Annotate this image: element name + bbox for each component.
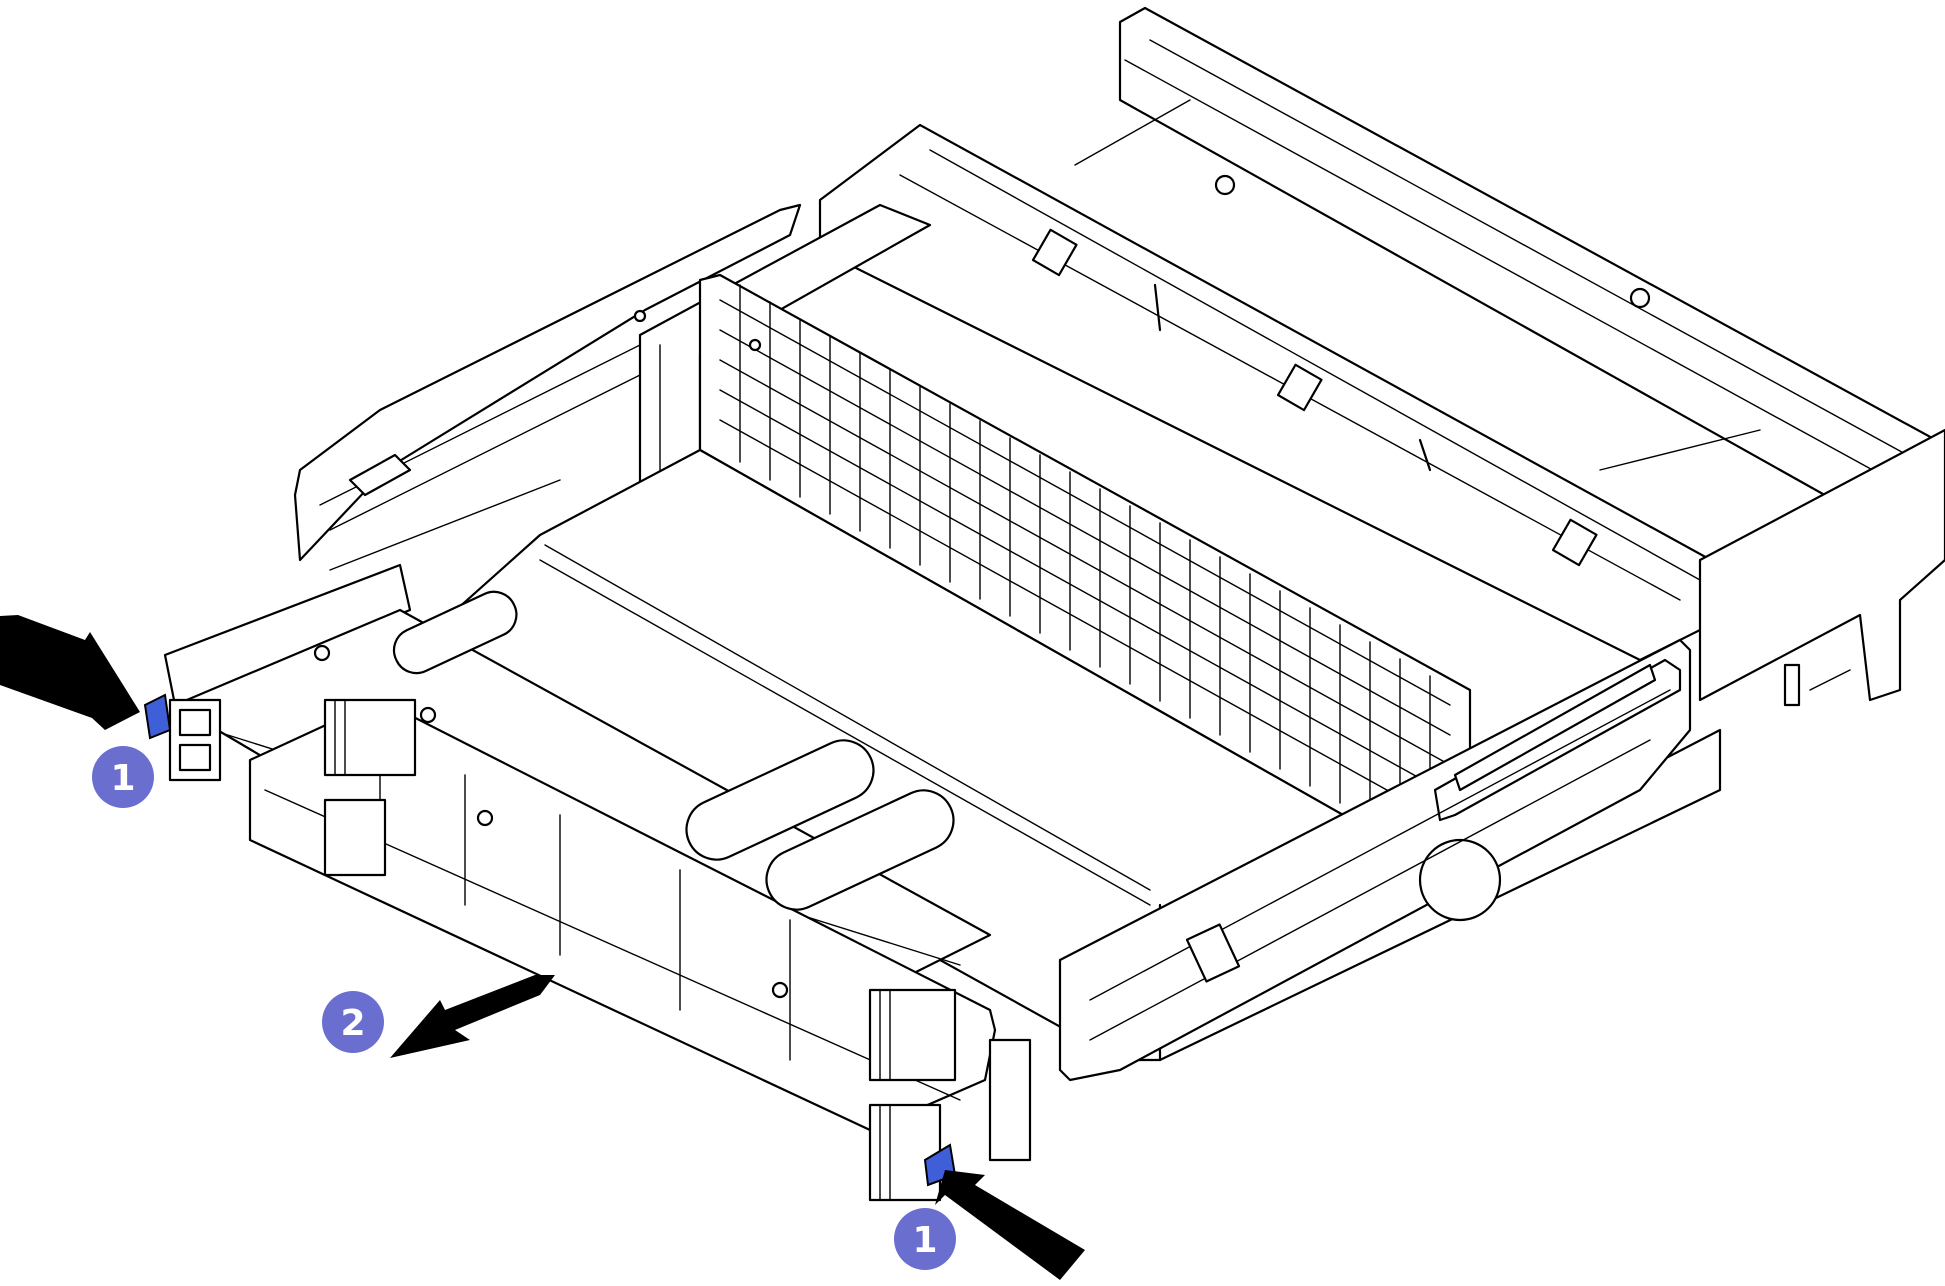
callout-2: 2	[322, 991, 384, 1053]
rear-bracket	[1698, 428, 1945, 702]
callout-1-right: 1	[894, 1208, 956, 1270]
press-arrow-right	[935, 1170, 1085, 1280]
callout-2-label: 2	[340, 1003, 365, 1044]
latch-left-body	[143, 693, 172, 740]
front-io-right	[868, 988, 1032, 1202]
callout-1-left: 1	[92, 746, 154, 808]
callout-1-left-label: 1	[110, 758, 135, 799]
pull-out-arrow	[390, 975, 555, 1058]
front-io-left	[168, 698, 417, 877]
release-latch-left[interactable]	[143, 693, 172, 740]
rear-top-cover	[1118, 6, 1945, 542]
air-duct-vent-lower	[685, 739, 875, 861]
press-arrow-left	[0, 615, 140, 730]
callout-1-right-label: 1	[912, 1220, 937, 1261]
air-duct-vent-upper	[392, 590, 518, 675]
left-side-wall	[293, 203, 802, 562]
upper-node-blade	[163, 563, 412, 707]
chassis-tray	[163, 6, 1945, 1202]
